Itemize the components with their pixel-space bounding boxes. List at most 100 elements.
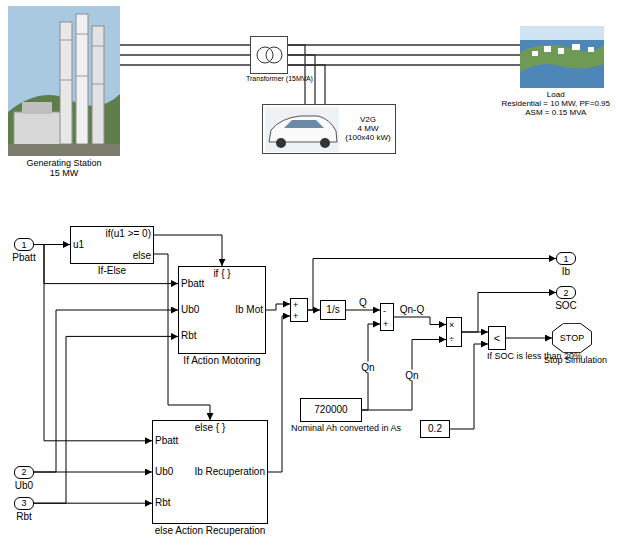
connector-path (34, 245, 152, 441)
three-phase-line (288, 45, 325, 104)
caption-group: Stop Simulation (544, 355, 600, 365)
block-text: else (133, 250, 151, 262)
signal-label: Qn (404, 369, 419, 380)
connector-path (462, 332, 488, 333)
divide-block: ×÷ (446, 317, 462, 347)
caption-group: else Action Recuperation (155, 525, 266, 537)
block-caption: Ub0 (15, 480, 33, 492)
block-text: STOP (560, 333, 584, 343)
signal-label: Qn (360, 362, 375, 373)
constant-block: 720000Nominal Ah converted in As (300, 398, 362, 422)
connector-path (34, 472, 152, 473)
caption-group: Generating Station15 MW (26, 158, 101, 179)
block-caption: 15 MW (26, 168, 101, 178)
block-text: 2 (563, 287, 568, 297)
transformer-box: Transformer (15MVA) (250, 36, 288, 74)
caption-group: If Action Motoring (183, 355, 260, 367)
caption-group: If SOC is less than 20% (487, 351, 553, 361)
houses (532, 44, 594, 56)
block-text: - (383, 305, 386, 315)
block-caption: 4 MW (343, 124, 393, 133)
signal-line (362, 340, 446, 411)
block-text: Ub0 (155, 466, 173, 478)
signal-line (268, 316, 290, 472)
caption-group: Ub0 (15, 480, 33, 492)
block-text: Ib Mot (235, 304, 263, 316)
inport: 3Rbt (14, 497, 34, 510)
relational-operator: <If SOC is less than 20% (488, 326, 506, 350)
block-caption: Generating Station (26, 158, 101, 168)
caption-group: Pbatt (12, 252, 35, 264)
block-caption: Stop Simulation (544, 355, 600, 365)
connector-path (266, 304, 290, 310)
signal-line (34, 503, 152, 504)
block-caption: Transformer (15MVA) (246, 75, 292, 83)
block-caption: (100x40 kW) (343, 134, 393, 143)
connector-path (288, 54, 520, 55)
block-text: Rbt (155, 497, 171, 509)
tower-bands (60, 34, 104, 84)
integrator-block: 1/s (320, 300, 346, 320)
v2g-vehicle: V2G4 MW(100x40 kW) (262, 104, 396, 154)
signal-line (506, 338, 552, 339)
block-text: × (449, 320, 454, 330)
power-station-picture (8, 6, 120, 156)
caption-group: Transformer (15MVA) (246, 75, 292, 83)
block-text: 2 (21, 467, 26, 477)
caption-group: If-Else (98, 265, 126, 277)
connector-path (34, 503, 152, 504)
three-phase-line (288, 45, 520, 65)
block-caption: SOC (555, 300, 577, 312)
load: LoadResidential = 10 MW, PF=0.95ASM = 0.… (520, 26, 604, 88)
octagon-shape (552, 323, 591, 352)
block-text: if(u1 >= 0) (105, 228, 151, 240)
connector-path (362, 340, 446, 411)
action-subsystem: if { }PbattUb0RbtIb MotIf Action Motorin… (178, 266, 266, 354)
inport: 2Ub0 (14, 466, 34, 479)
connector-path (462, 293, 556, 333)
block-caption: V2G (343, 115, 393, 124)
connector-path (268, 316, 290, 472)
tower (92, 26, 104, 144)
sky (520, 26, 604, 40)
block-caption: If SOC is less than 20% (487, 351, 553, 361)
load-picture (520, 26, 604, 88)
signal-label: Qn-Q (399, 304, 425, 315)
block-text: Rbt (181, 330, 197, 342)
caption-group: SOC (555, 300, 577, 312)
block-text: < (494, 332, 500, 345)
inport: 1Pbatt (14, 238, 34, 251)
signal-line (462, 332, 488, 333)
connector-path (120, 64, 250, 65)
block-text: Pbatt (155, 436, 178, 448)
block-caption: Ib (562, 266, 570, 278)
caption-group: Ib (562, 266, 570, 278)
car-ground (265, 107, 339, 152)
ground (8, 144, 120, 156)
block-text: ÷ (449, 334, 454, 344)
signal-line (34, 245, 152, 441)
signal-line (394, 317, 446, 325)
connector-path (288, 55, 315, 104)
signal-line (462, 293, 556, 333)
connector-path (154, 235, 222, 266)
block-caption: Pbatt (12, 252, 35, 264)
signal-line (154, 235, 222, 266)
block-text: 720000 (314, 404, 347, 416)
sky (8, 6, 120, 156)
outport: 2SOC (556, 286, 576, 299)
caption-group: LoadResidential = 10 MW, PF=0.95ASM = 0.… (502, 90, 611, 118)
connector-path (120, 54, 250, 55)
caption-group: Rbt (16, 511, 32, 523)
block-caption: Rbt (16, 511, 32, 523)
three-phase-line (120, 45, 250, 65)
signal-line (34, 472, 152, 473)
caption-group: Nominal Ah converted in As (291, 423, 371, 433)
connector-path (450, 344, 488, 429)
block-text: Ub0 (181, 304, 199, 316)
stop-block: STOPStop Simulation (552, 323, 592, 353)
block-text: + (383, 318, 388, 328)
